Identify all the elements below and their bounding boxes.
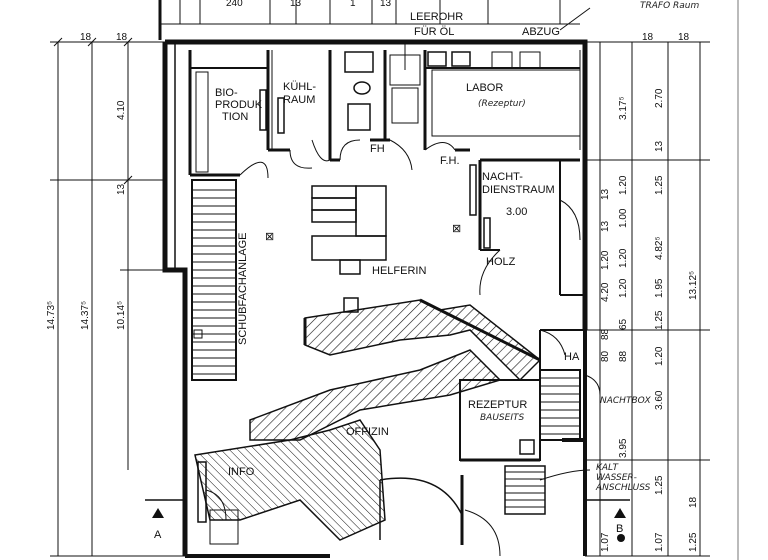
room-label-ha: HA	[564, 351, 580, 363]
fire-hose-label: F.H.	[440, 155, 460, 167]
dim-right: 1.20	[654, 346, 665, 366]
wall-socket	[193, 329, 203, 339]
junction-mark: ⊠	[452, 223, 461, 235]
room-label-bio: PRODUK	[215, 99, 263, 111]
top-tick-label: 13	[380, 0, 392, 9]
dim-right: 3.95	[618, 438, 629, 458]
leader-lines	[404, 7, 601, 481]
stair-right	[504, 369, 581, 515]
top-tick-label: 1	[350, 0, 356, 9]
room-label-holz: HOLZ	[486, 256, 516, 268]
note-corner: TRAFO Raum	[640, 1, 700, 11]
dim-right: 1.95	[654, 278, 665, 298]
dim-left-small: 18	[80, 32, 92, 43]
room-label-info: INFO	[228, 466, 255, 478]
dim-right: 2.70	[654, 88, 665, 108]
dim-right: 1.20	[618, 278, 629, 298]
door-arcs	[239, 139, 581, 356]
dimension-lines-left	[50, 37, 185, 557]
dim-left-small: 13	[116, 183, 127, 195]
room-label-kuehl: RAUM	[283, 94, 315, 106]
dim-right: 1.25	[688, 532, 699, 552]
dim-right: 1.25	[654, 310, 665, 330]
room-label-bio: TION	[222, 111, 248, 123]
room-label-schub: SCHUBFACHANLAGE	[237, 233, 249, 345]
dim-right: 3.60	[654, 390, 665, 410]
note-abzug: ABZUG	[522, 26, 560, 38]
room-label-labor-sub: (Rezeptur)	[478, 99, 526, 109]
note-kaltwasser: WASSER-	[596, 473, 637, 483]
room-label-nacht: NACHT-	[482, 171, 523, 183]
dim-left-inner: 10.14⁵	[116, 301, 127, 330]
section-marker-a: A	[145, 499, 185, 541]
section-label: B	[616, 523, 623, 535]
dim-right-small: 18	[642, 32, 654, 43]
junction-mark: ⊠	[265, 231, 274, 243]
section-marker-b: B	[585, 499, 630, 542]
info-counter	[197, 461, 239, 545]
room-label-kuehl: KÜHL-	[283, 81, 316, 93]
dimension-lines-right	[585, 41, 710, 557]
note-leerohr: LEEROHR	[410, 11, 463, 23]
offizin-counter	[194, 298, 542, 541]
labor-counter	[431, 69, 581, 137]
top-tick-label: 13	[290, 0, 302, 9]
dim-right: 1.25	[654, 475, 665, 495]
dim-right-small: 18	[678, 32, 690, 43]
room-label-bio: BIO-	[215, 87, 238, 99]
note-leerohr: FÜR ÖL	[414, 26, 454, 38]
note-kaltwasser: KALT	[596, 463, 619, 473]
helferin-desk	[311, 185, 387, 313]
dim-left-outer: 14.73⁵	[46, 301, 57, 330]
room-label-nacht-dim: 3.00	[506, 206, 527, 218]
room-label-offizin: OFFIZIN	[346, 426, 389, 438]
dim-right-small: 18	[688, 496, 699, 508]
room-label-rezeptur: REZEPTUR	[468, 399, 527, 411]
dim-right: 1.20	[618, 248, 629, 268]
bio-shelf	[259, 89, 267, 131]
dim-right: 65	[618, 318, 629, 330]
dim-left-top: 4.10	[116, 100, 127, 120]
note-nachtbox: NACHTBOX	[600, 396, 651, 406]
dim-right-small: 13	[654, 140, 665, 152]
note-kaltwasser: ANSCHLUSS	[595, 483, 651, 493]
dim-left-mid: 14.37⁵	[80, 301, 91, 330]
room-label-rezeptur-sub: BAUSEITS	[480, 413, 524, 423]
nacht-shelf	[469, 164, 477, 216]
dim-inner-small: 80	[600, 350, 611, 362]
dim-inner-small: 4.20	[600, 282, 611, 302]
dim-inner-small: 1.20	[600, 250, 611, 270]
room-label-helferin: HELFERIN	[372, 265, 426, 277]
dim-inner-small: 13	[600, 188, 611, 200]
dim-right: 1.00	[618, 208, 629, 228]
dim-right: 1.20	[618, 175, 629, 195]
dim-inner-small: 13	[600, 220, 611, 232]
bio-counter	[195, 71, 209, 173]
room-label-nacht: DIENSTRAUM	[482, 184, 555, 196]
dim-inner-small: 1.07	[600, 532, 611, 552]
dim-right: 4.82⁵	[654, 236, 665, 260]
dim-right: 3.17⁵	[618, 96, 629, 120]
interior-walls	[188, 50, 585, 370]
entrance-door	[379, 475, 501, 557]
nacht-bed	[483, 217, 491, 249]
dim-left-small: 18	[116, 32, 128, 43]
dim-right: 1.07	[654, 532, 665, 552]
sanitary-fixtures	[344, 51, 541, 131]
dim-right: 88	[618, 350, 629, 362]
fire-hose-label: FH	[370, 143, 385, 155]
dim-inner-small: 88	[600, 328, 611, 340]
top-tick-label: 240	[226, 0, 243, 9]
dim-right: 1.25	[654, 175, 665, 195]
schubfachanlage-unit	[191, 179, 237, 381]
top-strip: 240 13 1 13	[158, 0, 580, 40]
kuehl-shelf	[277, 97, 285, 134]
room-label-labor: LABOR	[466, 82, 503, 94]
dim-right: 13.12⁵	[688, 271, 699, 300]
section-label: A	[154, 529, 162, 541]
